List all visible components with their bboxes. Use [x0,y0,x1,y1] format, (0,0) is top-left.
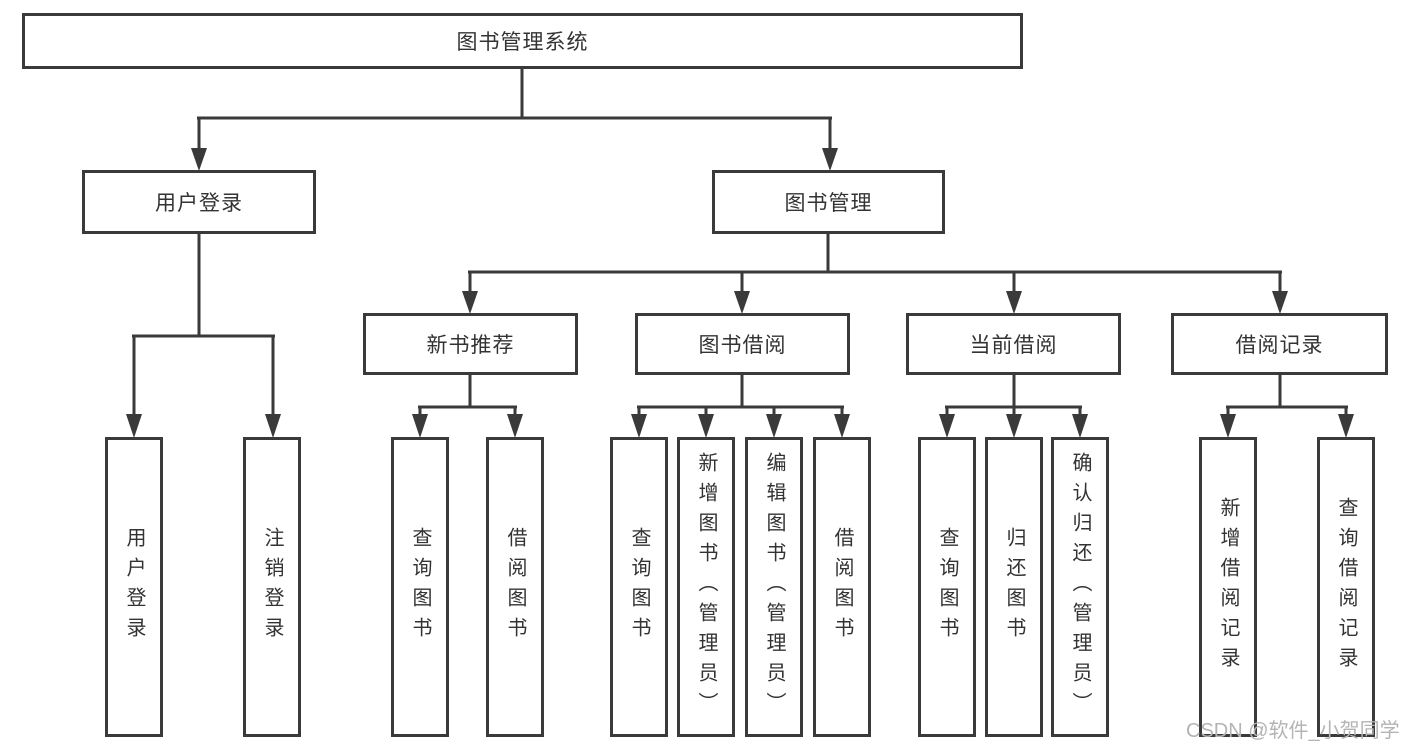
node-borrow-records: 借阅记录 [1171,313,1388,375]
leaf-current-return-books: 归还图书 [985,437,1043,737]
leaf-label: 用户登录 [123,527,145,647]
leaf-borrow-borrow-books: 借阅图书 [813,437,871,737]
leaf-current-query-books: 查询图书 [918,437,976,737]
leaf-records-query-record: 查询借阅记录 [1317,437,1375,737]
leaf-label: 新增图书（管理员） [695,452,717,722]
node-book-management: 图书管理 [712,170,945,234]
node-user-login: 用户登录 [82,170,316,234]
leaf-label: 借阅图书 [831,527,853,647]
leaf-label: 归还图书 [1003,527,1025,647]
node-current-borrow: 当前借阅 [906,313,1121,375]
leaf-user-login: 用户登录 [105,437,163,737]
leaf-label: 新增借阅记录 [1217,497,1239,677]
leaf-recommend-query-books: 查询图书 [391,437,449,737]
leaf-label: 注销登录 [261,527,283,647]
leaf-logout: 注销登录 [243,437,301,737]
node-new-book-recommend: 新书推荐 [363,313,578,375]
leaf-label: 查询借阅记录 [1335,497,1357,677]
leaf-label: 查询图书 [628,527,650,647]
leaf-label: 编辑图书（管理员） [763,452,785,722]
leaf-label: 查询图书 [936,527,958,647]
leaf-records-add-record: 新增借阅记录 [1199,437,1257,737]
leaf-recommend-borrow-books: 借阅图书 [486,437,544,737]
leaf-label: 确认归还（管理员） [1069,452,1091,722]
leaf-label: 借阅图书 [504,527,526,647]
leaf-current-confirm-return-admin: 确认归还（管理员） [1051,437,1109,737]
leaf-label: 查询图书 [409,527,431,647]
leaf-borrow-query-books: 查询图书 [610,437,668,737]
node-book-borrow: 图书借阅 [635,313,850,375]
csdn-watermark: CSDN @软件_小贺同学 [1186,720,1400,742]
leaf-borrow-edit-books-admin: 编辑图书（管理员） [745,437,803,737]
root-node: 图书管理系统 [22,13,1023,69]
leaf-borrow-add-books-admin: 新增图书（管理员） [677,437,735,737]
